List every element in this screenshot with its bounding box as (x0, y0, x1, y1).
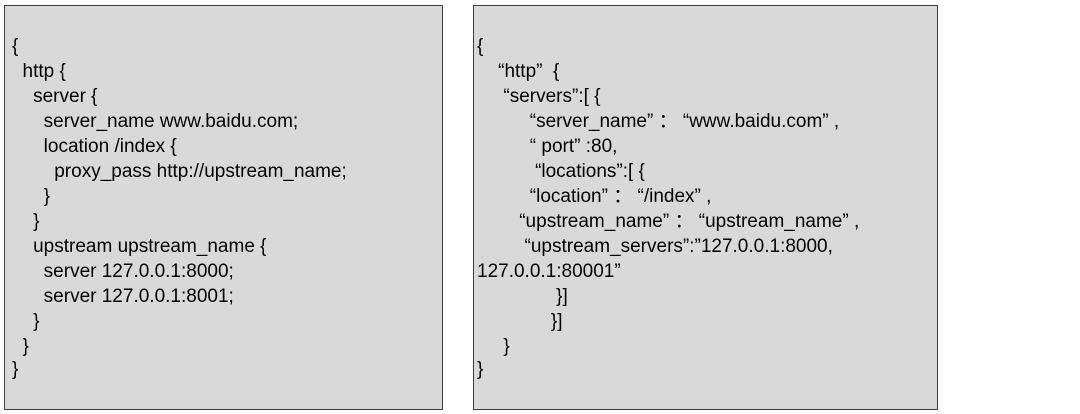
code-line: } (477, 336, 510, 357)
code-line: } (12, 211, 40, 232)
code-line: http { (12, 61, 66, 82)
code-line: “http” { (477, 61, 560, 82)
code-line: }] (477, 311, 563, 332)
code-line: } (477, 359, 484, 380)
code-line: “servers”:[ { (477, 86, 601, 107)
code-line: { (477, 36, 484, 57)
code-line: server { (12, 86, 98, 107)
code-line: 127.0.0.1:80001” (477, 261, 621, 282)
code-line: server 127.0.0.1:8001; (12, 286, 234, 307)
code-line: { (12, 36, 19, 57)
code-line: “upstream_servers”:”127.0.0.1:8000, (477, 236, 833, 257)
code-line: server_name www.baidu.com; (12, 111, 299, 132)
code-line: proxy_pass http://upstream_name; (12, 161, 347, 182)
code-line: } (12, 186, 51, 207)
code-line: “locations”:[ { (477, 161, 645, 182)
code-line: “location” ： “/index” , (477, 186, 712, 207)
code-line: “server_name” ： “www.baidu.com” , (477, 111, 840, 132)
code-line: location /index { (12, 136, 177, 157)
code-line: } (12, 311, 40, 332)
code-line: }] (477, 286, 568, 307)
code-line: upstream upstream_name { (12, 236, 267, 257)
json-config-panel: { “http” { “servers”:[ { “server_name” ：… (473, 5, 938, 410)
nginx-config-panel: { http { server { server_name www.baidu.… (4, 5, 443, 410)
code-line: “ port” :80, (477, 136, 618, 157)
code-line: } (12, 336, 29, 357)
code-line: server 127.0.0.1:8000; (12, 261, 234, 282)
code-line: } (12, 359, 19, 380)
code-line: “upstream_name” ： “upstream_name” , (477, 211, 860, 232)
